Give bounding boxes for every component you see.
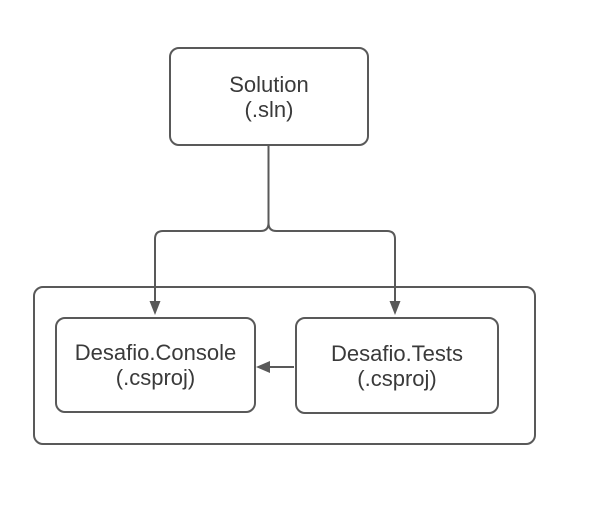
solution-label-line1: Solution — [229, 71, 309, 97]
connector-solution-to-console — [154, 146, 270, 301]
tests-node: Desafio.Tests (.csproj) — [295, 317, 499, 414]
tests-label-line2: (.csproj) — [357, 365, 437, 391]
console-label-line2: (.csproj) — [115, 365, 196, 390]
solution-node: Solution (.sln) — [169, 47, 369, 146]
solution-label-line2: (.sln) — [244, 96, 294, 122]
tests-label-line1: Desafio.Tests — [330, 340, 464, 366]
console-node: Desafio.Console (.csproj) — [55, 317, 256, 413]
projects-group-box — [33, 286, 536, 445]
console-label-line1: Desafio.Console — [74, 340, 237, 365]
